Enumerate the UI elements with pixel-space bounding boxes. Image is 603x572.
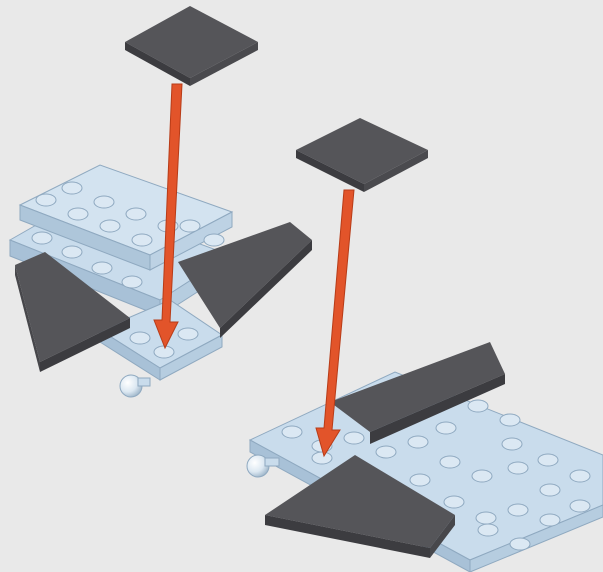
ball-joint-stem — [138, 378, 150, 386]
left-tile — [125, 6, 258, 86]
right-assembly — [247, 342, 603, 572]
ball-joint-stem — [265, 458, 279, 466]
right-tile — [296, 118, 428, 192]
left-assembly — [10, 165, 312, 397]
